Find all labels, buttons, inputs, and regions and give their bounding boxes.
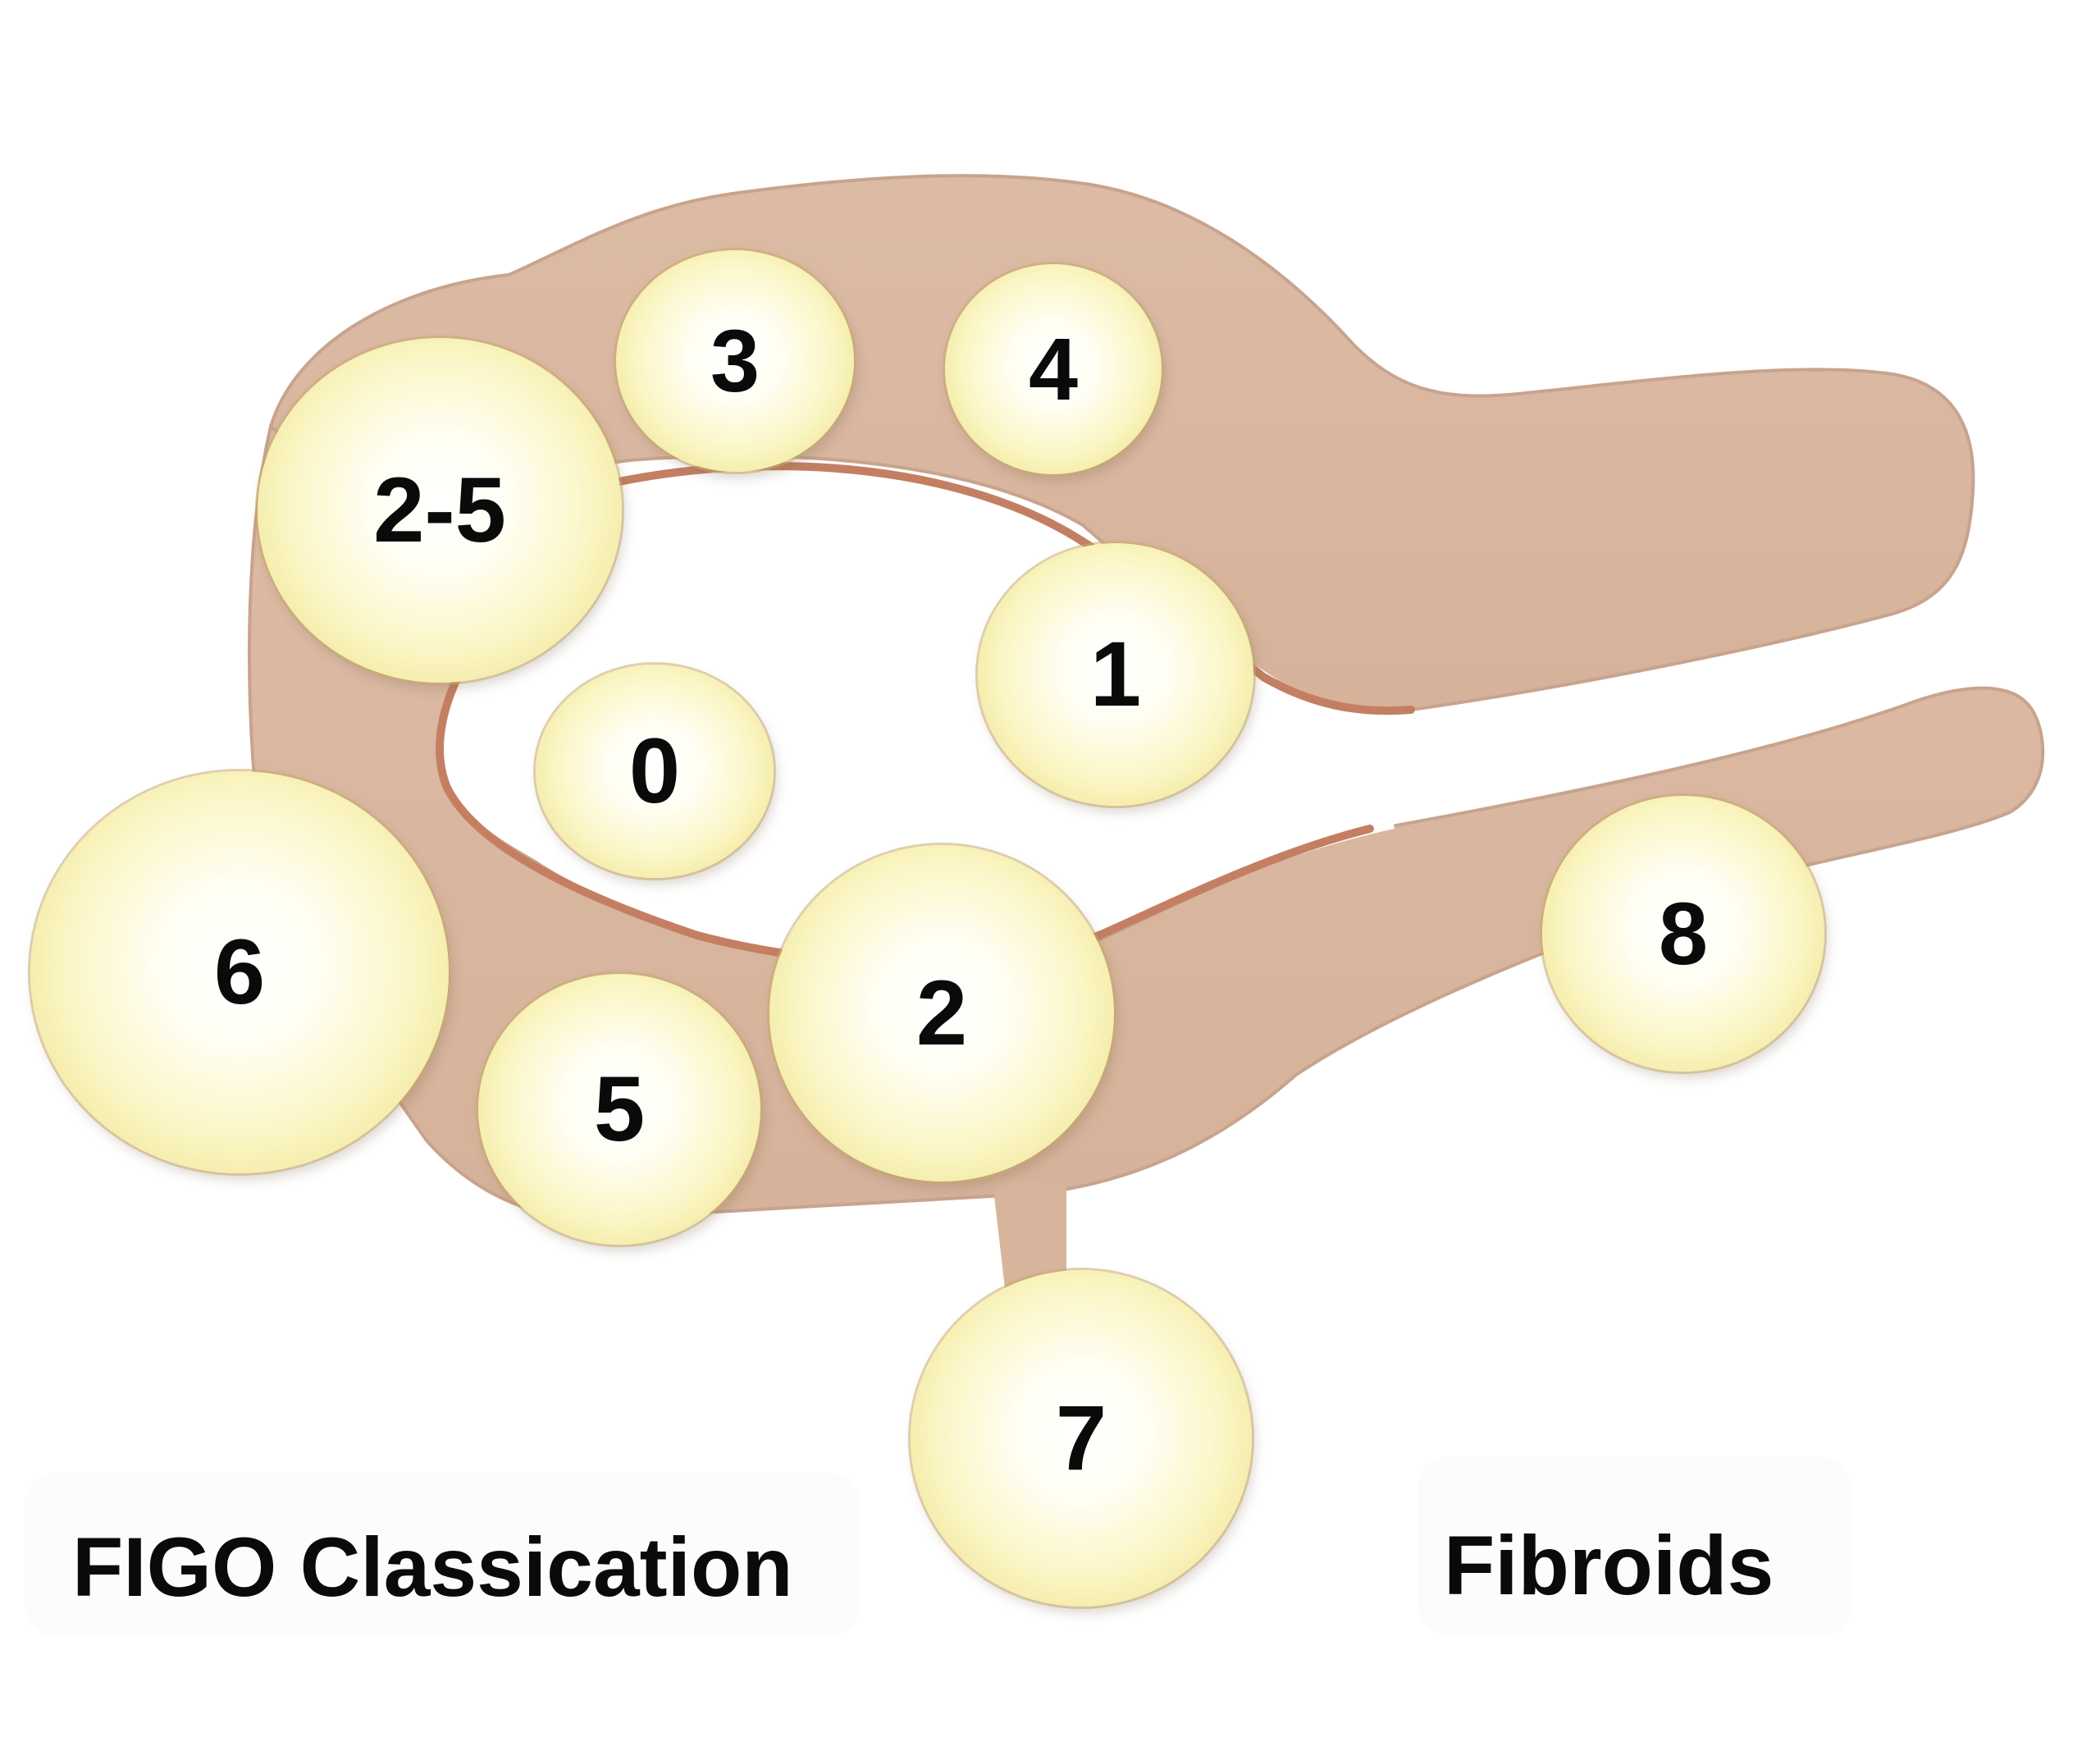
fibroid-4: 4 [945, 264, 1162, 474]
subtitle-background [1418, 1456, 1852, 1637]
fibroid-6: 6 [30, 771, 449, 1173]
fibroid-label-3: 3 [710, 311, 760, 410]
fibroid-7: 7 [911, 1270, 1252, 1607]
fibroid-label-2-5: 2-5 [373, 459, 506, 561]
fibroid-label-0: 0 [628, 720, 681, 822]
fibroid-5: 5 [478, 974, 760, 1245]
fibroid-7-stalk [993, 1182, 1066, 1288]
diagram-subtitle: Fibroids [1444, 1519, 1774, 1612]
fibroid-0: 0 [536, 665, 774, 878]
fibroid-label-7: 7 [1055, 1387, 1107, 1489]
fibroid-label-1: 1 [1089, 623, 1142, 725]
fibroid-8: 8 [1542, 796, 1824, 1072]
fibroid-label-2: 2 [915, 962, 968, 1064]
diagram-title: FIGO Classication [72, 1520, 793, 1614]
fibroid-3: 3 [616, 250, 854, 472]
fibroid-label-4: 4 [1028, 319, 1079, 418]
fibroid-2: 2 [769, 845, 1114, 1182]
fibroid-label-6: 6 [213, 921, 266, 1023]
fibroid-2-5: 2-5 [258, 338, 622, 683]
title-background [25, 1473, 861, 1637]
fibroid-label-5: 5 [593, 1058, 646, 1160]
fibroid-label-8: 8 [1658, 884, 1709, 983]
fibroid-1: 1 [978, 543, 1253, 806]
